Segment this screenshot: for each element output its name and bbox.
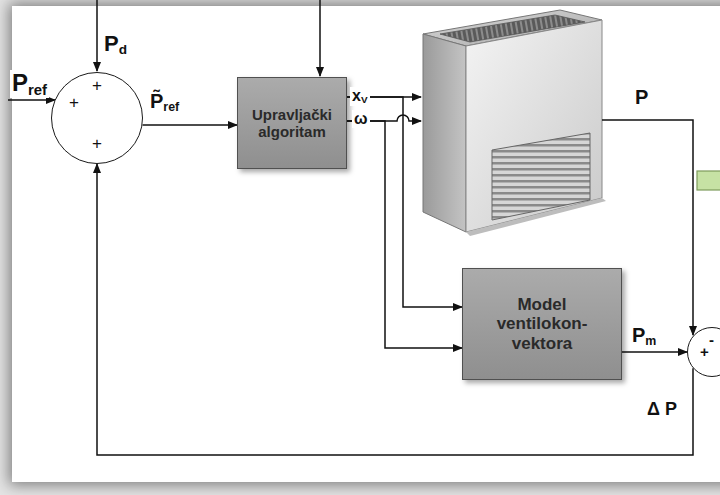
process-box: Model ventilokon- vektora (462, 268, 622, 380)
process-box: Upravljački algoritam (237, 77, 347, 169)
signal-name: P (633, 86, 650, 108)
signal-connector (143, 124, 238, 126)
signal-connector (347, 121, 462, 348)
edge-label: Pm (630, 324, 658, 349)
reference-input-wire (8, 99, 55, 101)
controller-input-wire (319, 0, 321, 76)
signal-connector (622, 351, 687, 353)
signal-connector (347, 97, 462, 307)
sign-symbol: - (709, 332, 714, 347)
summing-junction: + + + (51, 72, 143, 164)
sign-symbol: + (92, 77, 102, 94)
sign-symbol: + (700, 344, 709, 359)
signal-name: Pd (102, 32, 129, 57)
indicator-tab (697, 171, 720, 190)
signal-name: xV (350, 87, 370, 106)
box-label: Upravljački algoritam (244, 106, 340, 141)
signal-name: Pref (10, 70, 49, 98)
signal-connector (97, 164, 693, 455)
disturbance-input-wire (96, 0, 98, 71)
signal-name: ω (352, 110, 370, 128)
sign-symbol: + (69, 94, 79, 111)
fan-coil-unit (423, 10, 606, 236)
sign-symbol: + (92, 135, 102, 152)
edge-label: P̃ref (148, 90, 181, 115)
box-label: Model ventilokon- vektora (481, 295, 603, 354)
edge-label: Δ P (645, 400, 679, 420)
